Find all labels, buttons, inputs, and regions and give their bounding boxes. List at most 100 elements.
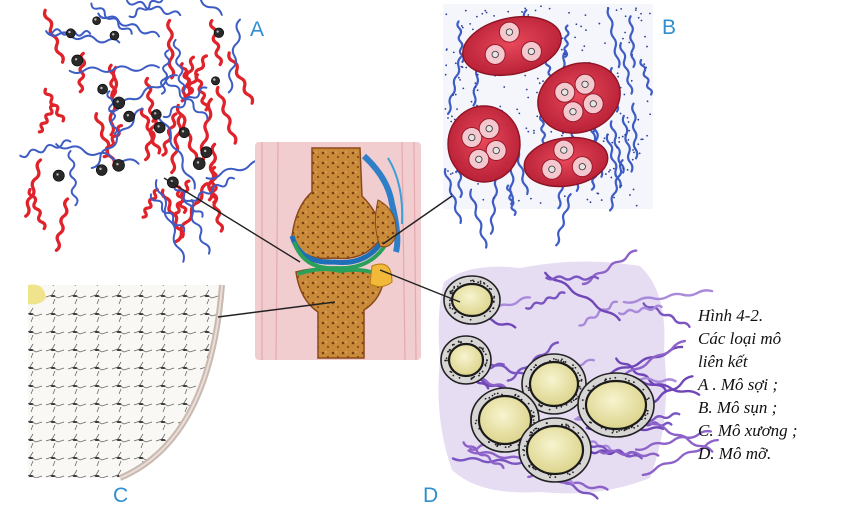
- cartilage-matrix-dot: [481, 12, 484, 15]
- cartilage-matrix-dot: [536, 77, 539, 80]
- cartilage-matrix-dot: [474, 86, 477, 88]
- fat-cell-granule: [486, 359, 488, 361]
- fibrous-cell: [200, 146, 213, 158]
- cartilage-matrix-dot: [600, 199, 603, 201]
- fibrous-blue-fiber: [182, 193, 211, 255]
- fat-cell-granule: [572, 399, 575, 402]
- cartilage-matrix-dot: [638, 152, 641, 155]
- cartilage-matrix-dot: [445, 13, 448, 16]
- cartilage-matrix-dot: [637, 118, 640, 121]
- cartilage-matrix-dot: [518, 112, 521, 115]
- fat-cell-granule: [453, 287, 455, 289]
- adipose-fiber: [544, 271, 621, 322]
- fat-cell-granule: [509, 444, 512, 447]
- cartilage-matrix-dot: [462, 87, 465, 90]
- fibrous-blue-fiber: [162, 86, 208, 119]
- cartilage-matrix-dot: [460, 65, 463, 68]
- fat-cell-granule: [445, 357, 448, 360]
- cartilage-matrix-dot: [641, 138, 644, 141]
- fat-cell-granule: [565, 425, 567, 427]
- cartilage-fiber: [608, 159, 624, 212]
- chondrocyte-nucleus: [560, 146, 568, 154]
- fibrous-red-fiber: [166, 18, 176, 80]
- chondrocyte-nucleus: [468, 133, 476, 142]
- fat-cell-granule: [560, 359, 563, 362]
- adipose-fiber: [641, 417, 714, 453]
- fat-cell-granule: [624, 377, 627, 380]
- chondrocyte-nucleus: [492, 146, 500, 155]
- fibrous-cell: [192, 157, 206, 170]
- fat-cell-granule: [546, 422, 548, 425]
- cartilage-matrix-dot: [612, 167, 615, 170]
- fat-cell-granule: [497, 443, 499, 446]
- cartilage-matrix-dot: [585, 29, 587, 32]
- fat-cell-granule: [449, 349, 451, 352]
- cartilage-matrix-dot: [620, 184, 623, 187]
- fat-droplet: [450, 282, 494, 318]
- cartilage-matrix-dot: [530, 197, 532, 200]
- cartilage-matrix-dot: [476, 73, 479, 76]
- cartilage-matrix-dot: [609, 169, 611, 171]
- fat-cell-granule: [529, 431, 532, 434]
- cartilage-matrix-dot: [525, 127, 528, 130]
- cartilage-matrix-dot: [649, 12, 651, 15]
- fat-cell-granule: [452, 374, 455, 377]
- fat-cell-granule: [482, 350, 485, 353]
- fat-cell-granule: [474, 422, 477, 425]
- fibrous-cell-highlight: [74, 58, 78, 61]
- cartilage-matrix-dot: [621, 135, 624, 138]
- cartilage-matrix-dot: [646, 134, 648, 137]
- chondrocyte-nucleus: [548, 165, 556, 173]
- fibrous-red-fiber: [161, 112, 178, 157]
- fat-cell-granule: [523, 454, 525, 456]
- cartilage-matrix-dot: [525, 88, 528, 91]
- cartilage-matrix-dot: [499, 105, 502, 108]
- fat-cell-granule: [604, 428, 607, 431]
- cartilage-matrix-dot: [477, 182, 479, 185]
- cartilage-matrix-dot: [465, 66, 468, 69]
- cartilage-matrix-dot: [581, 49, 584, 52]
- cartilage-matrix-dot: [632, 149, 634, 151]
- cartilage-matrix-dot: [482, 198, 485, 201]
- fat-cell-granule: [581, 399, 584, 401]
- fat-cell-granule: [448, 299, 451, 302]
- panel-label-c: C: [113, 484, 129, 507]
- fat-cell-granule: [548, 408, 551, 411]
- leader-line-b: [382, 195, 453, 245]
- cartilage-matrix-dot: [632, 188, 635, 191]
- cartilage-matrix-dot: [574, 36, 576, 39]
- chondrocyte-nucleus: [491, 50, 499, 59]
- cartilage-matrix-dot: [461, 26, 464, 29]
- fat-cell-granule: [570, 401, 573, 403]
- fibrous-blue-fiber: [55, 143, 140, 165]
- cartilage-matrix-dot: [640, 138, 643, 141]
- fibrous-blue-fiber: [227, 18, 241, 94]
- cartilage-matrix-dot: [450, 120, 453, 123]
- cartilage-matrix-dot: [548, 7, 551, 10]
- fat-cell-granule: [561, 424, 563, 426]
- fat-droplet: [584, 379, 648, 431]
- fat-cell-granule: [481, 370, 484, 373]
- cartilage-matrix-dot: [646, 45, 648, 48]
- cartilage-fiber: [456, 20, 465, 63]
- cartilage-matrix-dot: [484, 9, 487, 12]
- fibrous-red-fiber: [208, 19, 224, 67]
- cartilage-matrix-dot: [630, 79, 633, 82]
- adipose-fiber: [545, 275, 600, 281]
- cartilage-matrix-dot: [637, 16, 640, 19]
- leader-lines: [163, 177, 461, 318]
- adipose-fiber: [581, 249, 638, 286]
- chondrocyte-nucleus: [581, 80, 589, 88]
- fat-cell-granule: [444, 359, 447, 362]
- cartilage-matrix-dot: [527, 96, 530, 99]
- fibrous-blue-fiber: [190, 176, 235, 202]
- cartilage-matrix-dot: [540, 5, 542, 8]
- cartilage-matrix-dot: [624, 15, 627, 18]
- adipose-fiber: [641, 438, 719, 477]
- fat-cell-granule: [484, 353, 487, 356]
- fat-cell-granule: [530, 368, 533, 371]
- cartilage-fiber: [639, 58, 653, 96]
- cartilage-matrix-dot: [617, 75, 620, 78]
- fibrous-cell: [123, 110, 135, 123]
- fibrous-red-fiber: [141, 188, 159, 219]
